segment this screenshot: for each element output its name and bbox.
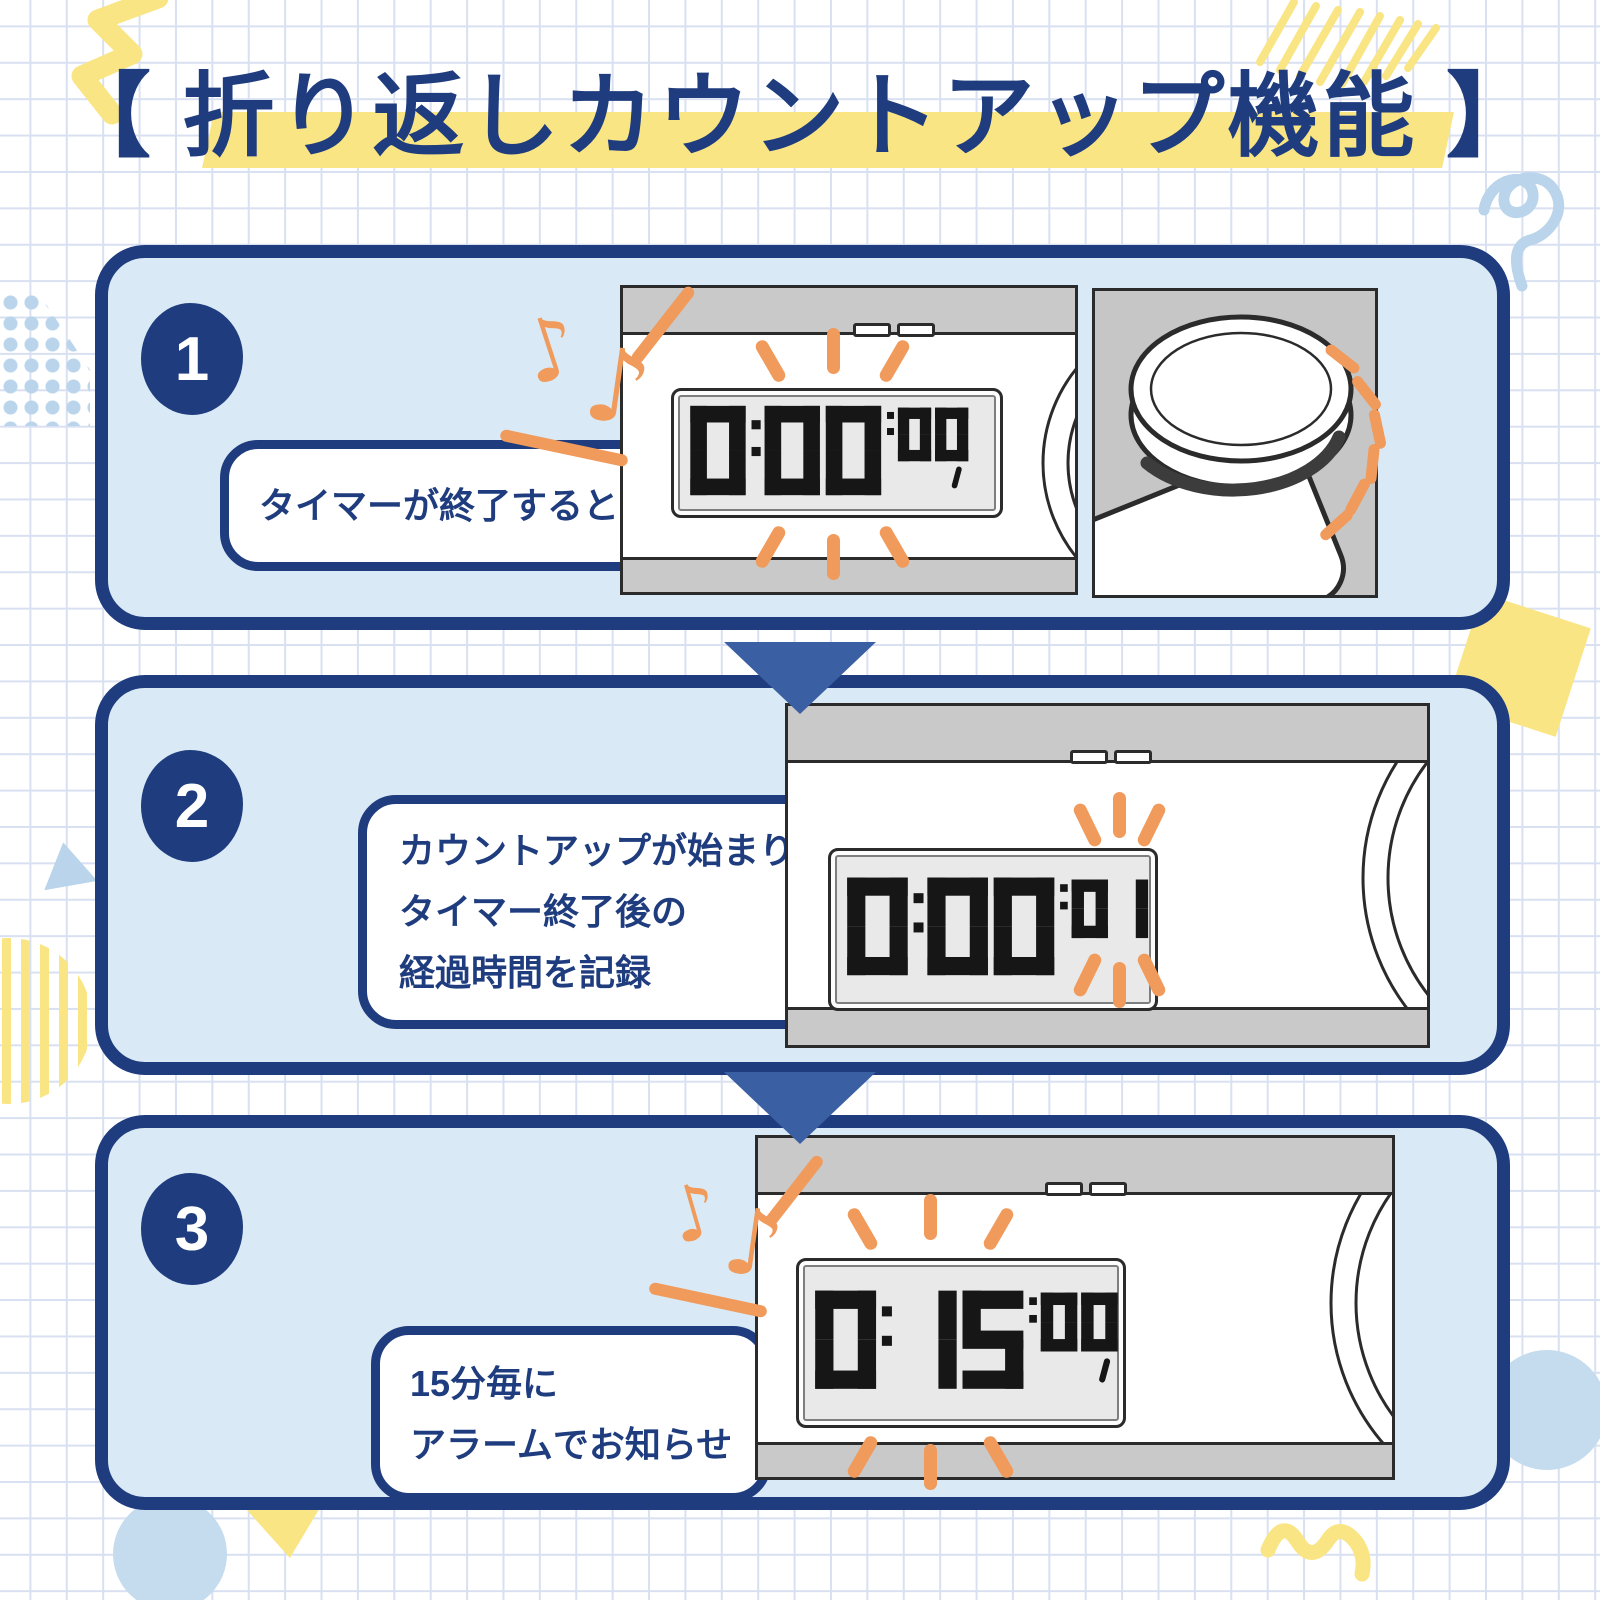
dial-knob-arc: [1361, 722, 1427, 1034]
device-top-band: [758, 1138, 1392, 1196]
triangle-doodle-yellow: [247, 1506, 321, 1558]
flash-dash: [924, 1194, 937, 1240]
music-note-icon: ♪: [658, 1163, 730, 1262]
stand-clip: [853, 323, 935, 337]
stand-clip: [1070, 750, 1152, 764]
flash-dash: [924, 1444, 937, 1490]
dial-knob-arc: [1329, 1150, 1392, 1456]
lcd-digits: [690, 405, 969, 496]
timer-front-illustration-2: [785, 703, 1430, 1048]
stand-clip: [1045, 1182, 1127, 1196]
squiggle-doodle: [1260, 1512, 1372, 1590]
page-title: 【 折り返しカウントアップ機能 】: [58, 66, 1542, 168]
knob-closeup-illustration: [1092, 288, 1388, 598]
zigzag-doodle: [70, 0, 180, 126]
dots-pattern: [0, 292, 90, 426]
lcd-display-2: [828, 848, 1158, 1011]
flash-dash: [1113, 792, 1126, 838]
triangle-doodle-blue: [37, 838, 98, 891]
alarm-notes-1: ♪ ♪: [495, 278, 715, 493]
lcd-display-1: [671, 388, 1003, 518]
circle-doodle: [113, 1497, 227, 1600]
dial-knob-arc: [1041, 368, 1075, 558]
timer-front-illustration-3: [755, 1135, 1395, 1490]
curl-doodle: [1478, 160, 1574, 292]
step-1-number: 1: [174, 324, 210, 394]
step-3-label: 15分毎に アラームでお知らせ: [371, 1326, 772, 1503]
lcd-digits: [847, 877, 1149, 976]
step-1-label: タイマーが終了すると: [220, 440, 659, 572]
device-bottom-band: [623, 557, 1075, 592]
striped-circle-doodle: [0, 938, 92, 1104]
step-2-number: 2: [174, 771, 210, 841]
step-2-label: カウントアップが始まり タイマー終了後の 経過時間を記録: [358, 795, 837, 1029]
device-top-band: [623, 288, 1075, 337]
lcd-display-3: [796, 1258, 1126, 1428]
hatch-lines-doodle: [1252, 0, 1452, 88]
flash-dash: [827, 534, 840, 580]
flash-dash: [1113, 962, 1126, 1008]
alarm-notes-3: ♪ ♪: [648, 1148, 848, 1328]
sound-line: [762, 1153, 826, 1229]
step-3-number: 3: [174, 1194, 210, 1264]
sound-line: [629, 284, 697, 366]
lcd-digits: [815, 1290, 1118, 1389]
step-3-badge: 3: [141, 1173, 243, 1285]
timer-front-illustration-1: [620, 285, 1078, 595]
step-1-badge: 1: [141, 303, 243, 415]
flash-dash: [827, 328, 840, 374]
step-2-badge: 2: [141, 750, 243, 862]
device-top-band: [788, 706, 1427, 764]
music-note-icon: ♪: [508, 293, 592, 407]
knob-drawing: [1095, 314, 1354, 595]
